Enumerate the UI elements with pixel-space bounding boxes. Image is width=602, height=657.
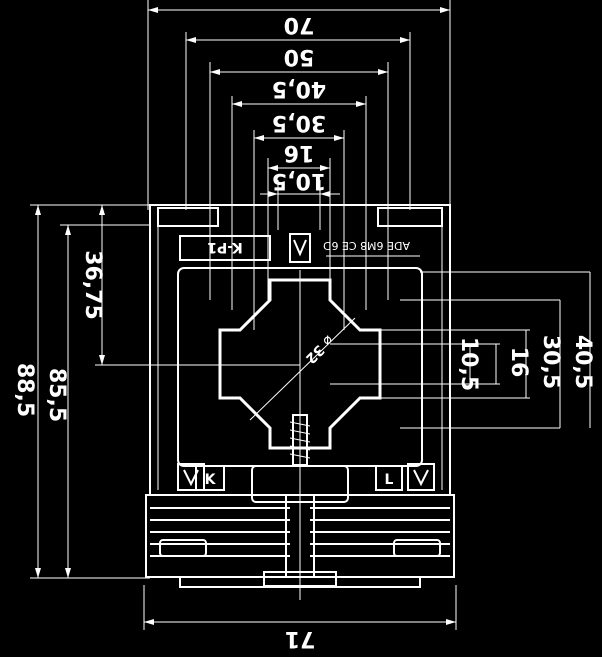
base-ribs: [145, 494, 455, 588]
dim-r-30-5: 30,5: [538, 335, 563, 389]
dimension-bottom: [143, 585, 457, 630]
plate-text: ADE 6M8 CE 6D: [323, 239, 410, 252]
arrow-down-icon: [289, 233, 311, 263]
dimension-lines-left: [30, 204, 300, 579]
label-k-p1: K-P1: [207, 239, 242, 255]
dim-10-5: 10,5: [272, 168, 326, 193]
dim-30-5: 30,5: [272, 110, 326, 135]
dim-16: 16: [284, 140, 315, 165]
dimension-arrows-top: [148, 7, 450, 197]
dim-50: 50: [284, 44, 315, 69]
dim-r-10-5: 10,5: [456, 337, 481, 391]
dimension-arrows-bottom: [144, 619, 456, 625]
terminal-l-label: L: [385, 472, 394, 488]
dimension-texts-left: 36,75 88,5 85,5: [12, 250, 105, 422]
dim-r-16: 16: [506, 347, 531, 378]
dim-40-5: 40,5: [272, 76, 326, 101]
dim-r-40-5: 40,5: [570, 335, 595, 389]
terminal-k-box: [195, 465, 225, 491]
dim-85-5: 85,5: [44, 368, 69, 422]
terminal-l-box: [375, 465, 403, 491]
dim-88-5: 88,5: [12, 363, 37, 417]
dimension-texts-right: 40,5 30,5 16 10,5: [456, 335, 595, 391]
dimension-arrows-left: [35, 205, 105, 578]
dimension-texts-top: 70 50 40,5 30,5 16 10,5: [272, 12, 326, 193]
diameter-label: ⌀ 32: [302, 332, 337, 367]
primary-opening: ⌀ 32: [218, 270, 382, 600]
dim-36-75: 36,75: [80, 250, 105, 320]
rating-plate: ADE 6M8 CE 6D: [323, 239, 420, 257]
dim-70: 70: [284, 12, 315, 37]
terminal-k-label: K: [205, 472, 217, 488]
dim-71: 71: [285, 626, 316, 651]
terminal-block: K L: [177, 463, 435, 503]
terminal-label-top: K-P1: [179, 235, 271, 261]
